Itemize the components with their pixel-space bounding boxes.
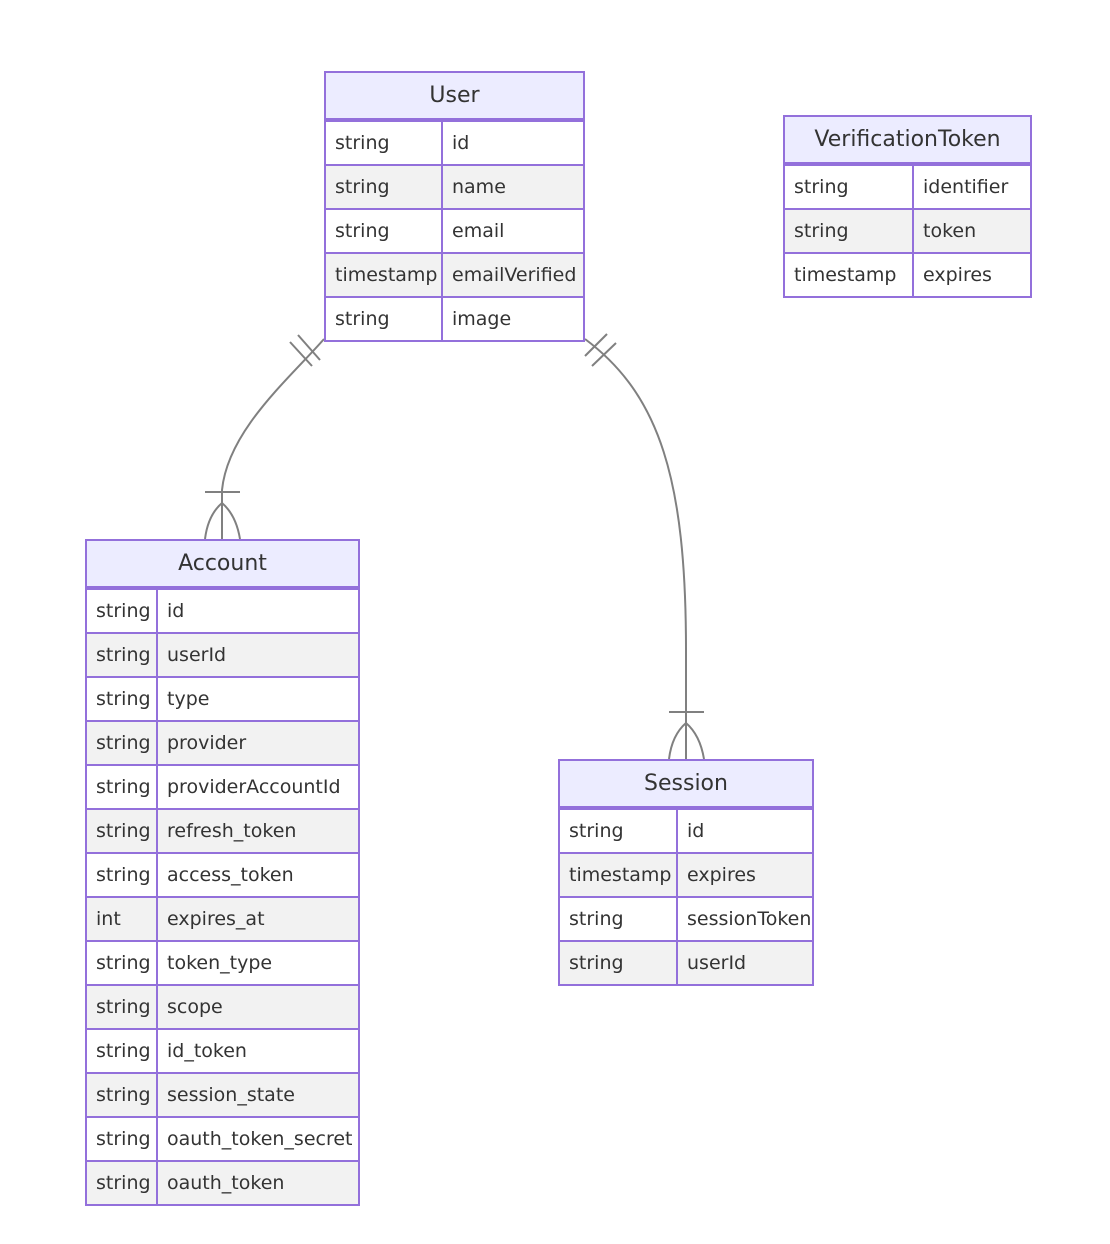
crows-foot-marker xyxy=(668,721,705,760)
attribute-name: access_token xyxy=(167,864,294,886)
attribute-name: token xyxy=(923,220,977,242)
exactly-one-marker xyxy=(297,334,321,361)
entity-title: VerificationToken xyxy=(785,117,1030,164)
attribute-row: timestamp expires xyxy=(560,852,812,896)
attribute-row: int expires_at xyxy=(87,896,358,940)
attribute-row: string id xyxy=(87,588,358,632)
attribute-type: string xyxy=(326,210,443,252)
attribute-type: timestamp xyxy=(326,254,443,296)
attribute-row: string id_token xyxy=(87,1028,358,1072)
attribute-name: scope xyxy=(167,996,223,1018)
attribute-name: type xyxy=(167,688,210,710)
attribute-type: string xyxy=(87,678,158,720)
attribute-row: string id xyxy=(326,120,583,164)
attribute-name: id xyxy=(167,600,185,622)
attribute-type: string xyxy=(87,986,158,1028)
attribute-type: string xyxy=(87,1030,158,1072)
attribute-type: string xyxy=(785,210,914,252)
attribute-name: emailVerified xyxy=(452,264,577,286)
attribute-row: string name xyxy=(326,164,583,208)
attribute-type: string xyxy=(87,1074,158,1116)
attribute-row: string oauth_token_secret xyxy=(87,1116,358,1160)
attribute-name: sessionToken xyxy=(687,908,812,930)
attribute-type: string xyxy=(87,590,158,632)
attribute-type: string xyxy=(326,298,443,340)
attribute-type: string xyxy=(87,1162,158,1204)
exactly-one-marker xyxy=(591,342,617,367)
attribute-name: userId xyxy=(687,952,747,974)
attribute-type: string xyxy=(87,634,158,676)
attribute-name: identifier xyxy=(923,176,1009,198)
attribute-name: id xyxy=(452,132,470,154)
attribute-name: expires xyxy=(923,264,992,286)
attribute-name: id xyxy=(687,820,705,842)
exactly-one-marker xyxy=(289,341,313,367)
attribute-type: string xyxy=(87,810,158,852)
attribute-name: providerAccountId xyxy=(167,776,341,798)
attribute-type: string xyxy=(87,766,158,808)
attribute-name: expires xyxy=(687,864,756,886)
entity-title: Account xyxy=(87,541,358,588)
attribute-type: string xyxy=(87,942,158,984)
attribute-name: userId xyxy=(167,644,227,666)
attribute-row: string email xyxy=(326,208,583,252)
attribute-type: string xyxy=(560,898,678,940)
attribute-name: email xyxy=(452,220,505,242)
attribute-row: timestamp emailVerified xyxy=(326,252,583,296)
attribute-row: string userId xyxy=(560,940,812,984)
attribute-name: token_type xyxy=(167,952,273,974)
attribute-type: int xyxy=(87,898,158,940)
attribute-row: string token xyxy=(785,208,1030,252)
relationship-line-user-session xyxy=(584,338,687,759)
attribute-row: string scope xyxy=(87,984,358,1028)
attribute-name: name xyxy=(452,176,506,198)
entity-title: User xyxy=(326,73,583,120)
attribute-name: oauth_token_secret xyxy=(167,1128,353,1150)
attribute-name: refresh_token xyxy=(167,820,297,842)
attribute-type: string xyxy=(326,166,443,208)
attribute-type: string xyxy=(87,722,158,764)
attribute-type: timestamp xyxy=(560,854,678,896)
crows-foot-marker xyxy=(204,501,241,540)
attribute-row: string session_state xyxy=(87,1072,358,1116)
attribute-row: string userId xyxy=(87,632,358,676)
attribute-type: string xyxy=(87,854,158,896)
attribute-row: string token_type xyxy=(87,940,358,984)
entity-title: Session xyxy=(560,761,812,808)
attribute-row: string oauth_token xyxy=(87,1160,358,1204)
attribute-row: string image xyxy=(326,296,583,340)
attribute-type: string xyxy=(560,942,678,984)
attribute-type: timestamp xyxy=(785,254,914,296)
attribute-name: image xyxy=(452,308,512,330)
attribute-name: id_token xyxy=(167,1040,247,1062)
relationship-line-user-account xyxy=(221,338,325,539)
attribute-row: string type xyxy=(87,676,358,720)
attribute-name: oauth_token xyxy=(167,1172,285,1194)
attribute-row: timestamp expires xyxy=(785,252,1030,296)
attribute-type: string xyxy=(87,1118,158,1160)
attribute-name: expires_at xyxy=(167,908,265,930)
attribute-type: string xyxy=(326,122,443,164)
attribute-type: string xyxy=(560,810,678,852)
attribute-row: string refresh_token xyxy=(87,808,358,852)
exactly-one-marker xyxy=(584,333,608,357)
attribute-row: string providerAccountId xyxy=(87,764,358,808)
attribute-name: provider xyxy=(167,732,247,754)
attribute-row: string access_token xyxy=(87,852,358,896)
attribute-type: string xyxy=(785,166,914,208)
attribute-row: string provider xyxy=(87,720,358,764)
attribute-name: session_state xyxy=(167,1084,295,1106)
attribute-row: string id xyxy=(560,808,812,852)
attribute-row: string sessionToken xyxy=(560,896,812,940)
attribute-row: string identifier xyxy=(785,164,1030,208)
